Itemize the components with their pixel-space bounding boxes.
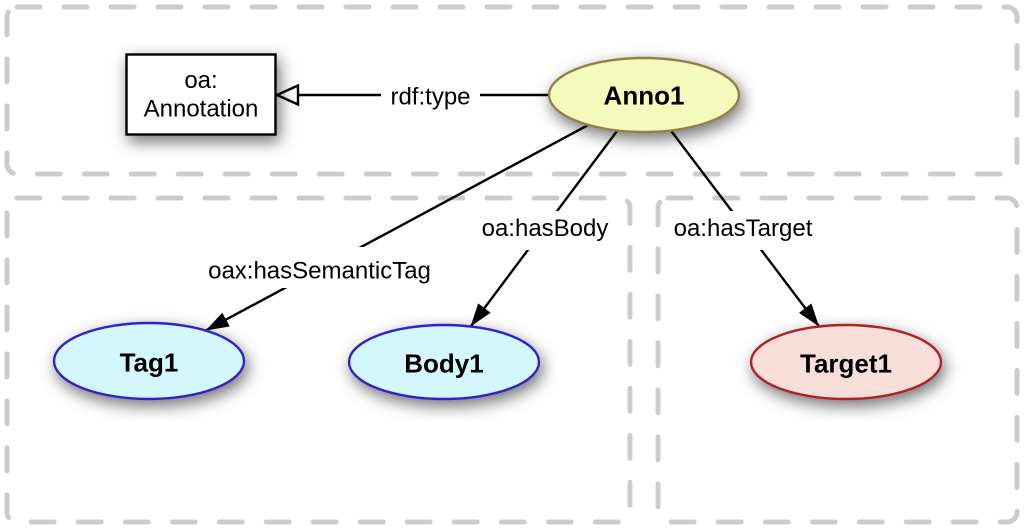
svg-text:oa:: oa:: [184, 67, 217, 94]
svg-text:Anno1: Anno1: [604, 81, 685, 111]
svg-text:Annotation: Annotation: [144, 96, 259, 123]
svg-text:oax:hasSemanticTag: oax:hasSemanticTag: [208, 258, 431, 285]
svg-text:oa:hasTarget: oa:hasTarget: [674, 215, 813, 242]
svg-text:rdf:type: rdf:type: [390, 84, 470, 111]
svg-text:Tag1: Tag1: [120, 348, 179, 378]
svg-text:Target1: Target1: [800, 349, 892, 379]
svg-text:oa:hasBody: oa:hasBody: [482, 215, 609, 242]
svg-text:Body1: Body1: [404, 349, 483, 379]
